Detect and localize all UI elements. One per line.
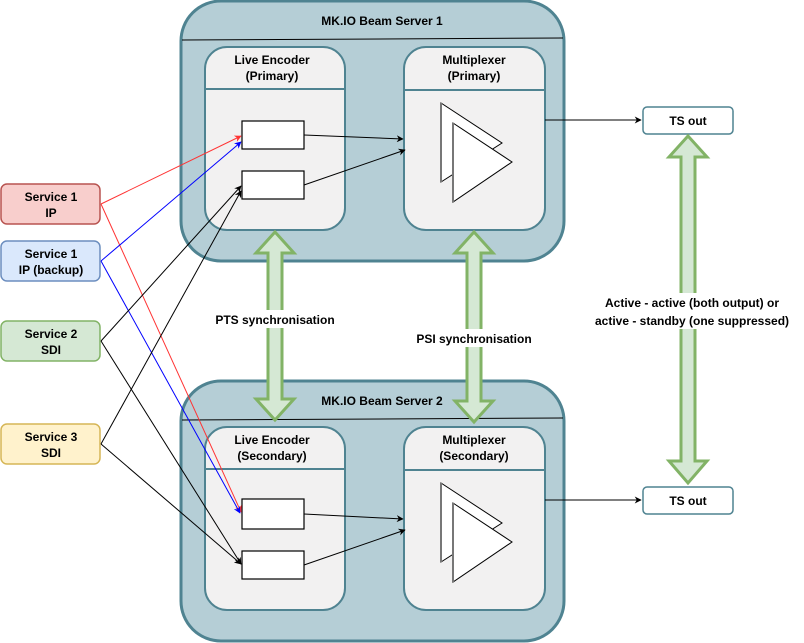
mux-secondary-title-line2: (Secondary) xyxy=(439,449,508,463)
conn-service2-encoder-primary xyxy=(100,185,242,342)
conn-service3-encoder-primary xyxy=(100,190,242,445)
encoder-secondary-input-1[interactable] xyxy=(241,498,305,530)
encoder-primary-title-line1: Live Encoder xyxy=(234,53,310,67)
server-1-title-divider xyxy=(181,37,564,41)
server-2-title-divider xyxy=(181,417,564,421)
service-1-ip-backup-line1: Service 1 xyxy=(25,247,78,261)
pts-sync-label: PTS synchronisation xyxy=(215,313,334,327)
ts-out-primary-label: TS out xyxy=(669,114,706,128)
service-1-ip-backup[interactable]: Service 1 IP (backup) xyxy=(0,240,101,282)
conn-enc2-mux-primary xyxy=(303,148,406,186)
encoder-secondary-title-line1: Live Encoder xyxy=(234,433,310,447)
conn-service2-encoder-secondary xyxy=(100,340,242,565)
pts-label-bg xyxy=(204,310,346,328)
service-3-sdi-line1: Service 3 xyxy=(25,430,78,444)
conn-service1-encoder-primary xyxy=(100,135,242,205)
connections xyxy=(100,116,642,566)
service-1-ip-line1: Service 1 xyxy=(25,190,78,204)
conn-service1-encoder-secondary xyxy=(100,203,242,513)
conn-enc1-mux-secondary xyxy=(303,513,404,523)
service-1-ip[interactable]: Service 1 IP xyxy=(0,183,101,225)
conn-enc2-mux-secondary xyxy=(303,528,406,566)
encoder-primary-input-1[interactable] xyxy=(241,120,305,150)
mux-primary-icon xyxy=(440,102,513,203)
ts-out-primary[interactable]: TS out xyxy=(642,106,734,135)
ts-out-secondary-label: TS out xyxy=(669,494,706,508)
encoder-primary-title-line2: (Primary) xyxy=(246,69,299,83)
ts-out-secondary[interactable]: TS out xyxy=(642,486,734,515)
service-1-ip-line2: IP xyxy=(45,206,56,220)
mux-primary-title-line2: (Primary) xyxy=(448,69,501,83)
conn-service3-encoder-secondary xyxy=(100,443,242,565)
service-3-sdi[interactable]: Service 3 SDI xyxy=(0,423,101,465)
encoder-secondary-title-line2: (Secondary) xyxy=(237,449,306,463)
psi-sync-arrow xyxy=(451,229,497,425)
server-1: MK.IO Beam Server 1 Live Encoder (Primar… xyxy=(179,0,566,263)
mux-primary-title-line1: Multiplexer xyxy=(442,53,506,67)
service-2-sdi-line1: Service 2 xyxy=(25,327,78,341)
encoder-secondary-input-2[interactable] xyxy=(241,550,305,580)
psi-sync-label: PSI synchronisation xyxy=(416,332,531,346)
redundancy-label-line2: active - standby (one suppressed) xyxy=(595,314,789,328)
psi-label-bg xyxy=(406,329,542,347)
service-2-sdi[interactable]: Service 2 SDI xyxy=(0,320,101,362)
server-1-title: MK.IO Beam Server 1 xyxy=(321,14,443,28)
service-1-ip-backup-line2: IP (backup) xyxy=(19,263,83,277)
mux-secondary-title-line1: Multiplexer xyxy=(442,433,506,447)
conn-service1b-encoder-secondary xyxy=(100,260,241,514)
encoder-primary-input-2[interactable] xyxy=(241,170,305,200)
conn-service1b-encoder-primary xyxy=(100,141,242,262)
conn-enc1-mux-primary xyxy=(303,134,404,143)
service-3-sdi-line2: SDI xyxy=(41,446,61,460)
server-2-title: MK.IO Beam Server 2 xyxy=(321,394,443,408)
redundancy-label-bg xyxy=(582,293,804,329)
redundancy-label-line1: Active - active (both output) or xyxy=(605,296,779,310)
mux-secondary-icon xyxy=(440,482,513,583)
service-2-sdi-line2: SDI xyxy=(41,343,61,357)
